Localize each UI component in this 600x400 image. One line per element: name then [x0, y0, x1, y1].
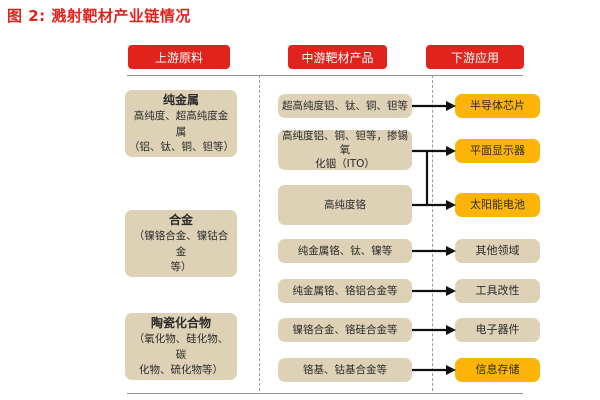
header-downstream: 下游应用	[426, 45, 524, 69]
box-text: 镍铬合金、铬硅合金等	[292, 323, 398, 336]
midstream-box-3: 高纯度铬	[278, 185, 412, 225]
box-detail: 高纯度、超高纯度金属 （铝、钛、铜、钽等）	[129, 110, 234, 153]
midstream-box-1: 超高纯度铝、钛、铜、钽等	[278, 94, 412, 118]
midstream-box-6: 镍铬合金、铬硅合金等	[278, 318, 412, 342]
upstream-box-alloy: 合金 （镍铬合金、镍钴合金 等）	[125, 210, 237, 277]
midstream-box-2: 高纯度铝、铜、钽等，掺锡氧 化铟（ITO）	[278, 130, 412, 170]
upstream-box-pure-metal: 纯金属 高纯度、超高纯度金属 （铝、钛、铜、钽等）	[125, 90, 237, 157]
downstream-box-tool-modification: 工具改性	[455, 279, 540, 303]
box-title: 纯金属	[162, 92, 199, 107]
midstream-box-4: 纯金属铬、钛、镍等	[278, 239, 412, 263]
box-text: 其他领域	[475, 244, 520, 258]
box-text: 铬基、钴基合金等	[303, 363, 387, 376]
top-rule	[127, 75, 523, 76]
box-text: 半导体芯片	[470, 99, 525, 113]
box-title: 陶瓷化合物	[150, 315, 211, 330]
header-midstream: 中游靶材产品	[288, 45, 387, 69]
box-detail: （氧化物、硅化物、碳 化物、硫化物等）	[133, 333, 229, 376]
divider-upstream-midstream	[259, 75, 260, 391]
box-text: 超高纯度铝、钛、铜、钽等	[282, 99, 408, 112]
box-text: 高纯度铝、铜、钽等，掺锡氧 化铟（ITO）	[282, 129, 408, 171]
box-text: 平面显示器	[470, 144, 525, 158]
box-text: 电子器件	[475, 323, 520, 337]
box-text: 纯金属铬、钛、镍等	[297, 244, 393, 257]
box-text: 纯金属铬、铬铝合金等	[292, 284, 398, 297]
header-upstream: 上游原料	[128, 45, 230, 69]
downstream-box-solar-cell: 太阳能电池	[455, 193, 540, 217]
box-text: 太阳能电池	[470, 198, 525, 212]
figure-title: 图 2: 溅射靶材产业链情况	[7, 7, 191, 25]
bottom-rule	[127, 393, 523, 394]
box-text: 信息存储	[475, 363, 520, 377]
downstream-box-flat-panel-display: 平面显示器	[455, 139, 540, 163]
downstream-box-other-fields: 其他领域	[455, 239, 540, 263]
box-text: 工具改性	[475, 284, 520, 298]
midstream-box-7: 铬基、钴基合金等	[278, 358, 412, 382]
box-text: 高纯度铬	[324, 198, 366, 211]
box-detail: （镍铬合金、镍钴合金 等）	[133, 230, 229, 273]
divider-midstream-downstream	[432, 75, 433, 391]
downstream-box-electronic-devices: 电子器件	[455, 318, 540, 342]
upstream-box-ceramic-compound: 陶瓷化合物 （氧化物、硅化物、碳 化物、硫化物等）	[125, 313, 237, 380]
box-title: 合金	[168, 212, 193, 227]
midstream-box-5: 纯金属铬、铬铝合金等	[278, 279, 412, 303]
downstream-box-information-storage: 信息存储	[455, 358, 540, 382]
downstream-box-semiconductor-chip: 半导体芯片	[455, 94, 540, 118]
